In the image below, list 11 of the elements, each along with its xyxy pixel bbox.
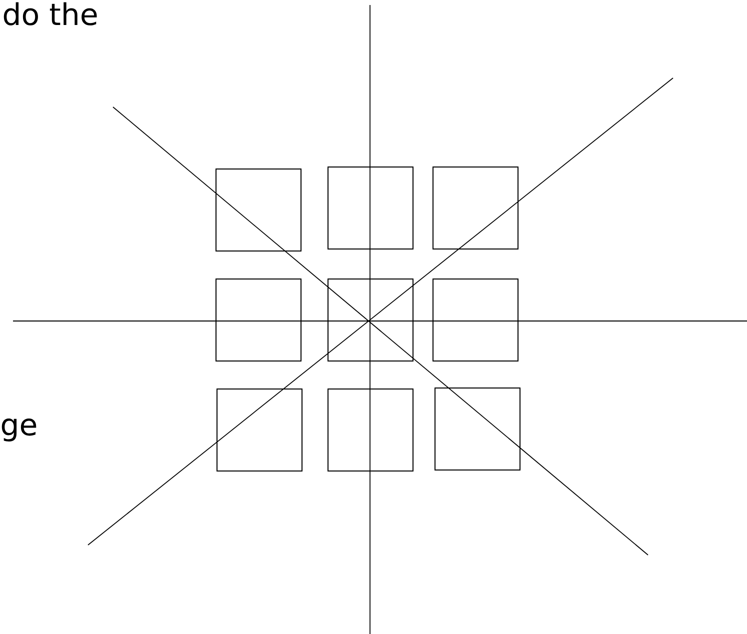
square-box [216, 388, 302, 472]
square-box [328, 278, 414, 362]
square-box [432, 166, 518, 250]
square-box [216, 278, 302, 362]
square-box [432, 278, 518, 362]
text-fragment: do the [4, 2, 97, 26]
square-box [216, 168, 302, 252]
text-fragment: ge [2, 418, 36, 442]
square-box [434, 388, 520, 470]
square-box [328, 388, 414, 472]
square-box [328, 166, 414, 250]
